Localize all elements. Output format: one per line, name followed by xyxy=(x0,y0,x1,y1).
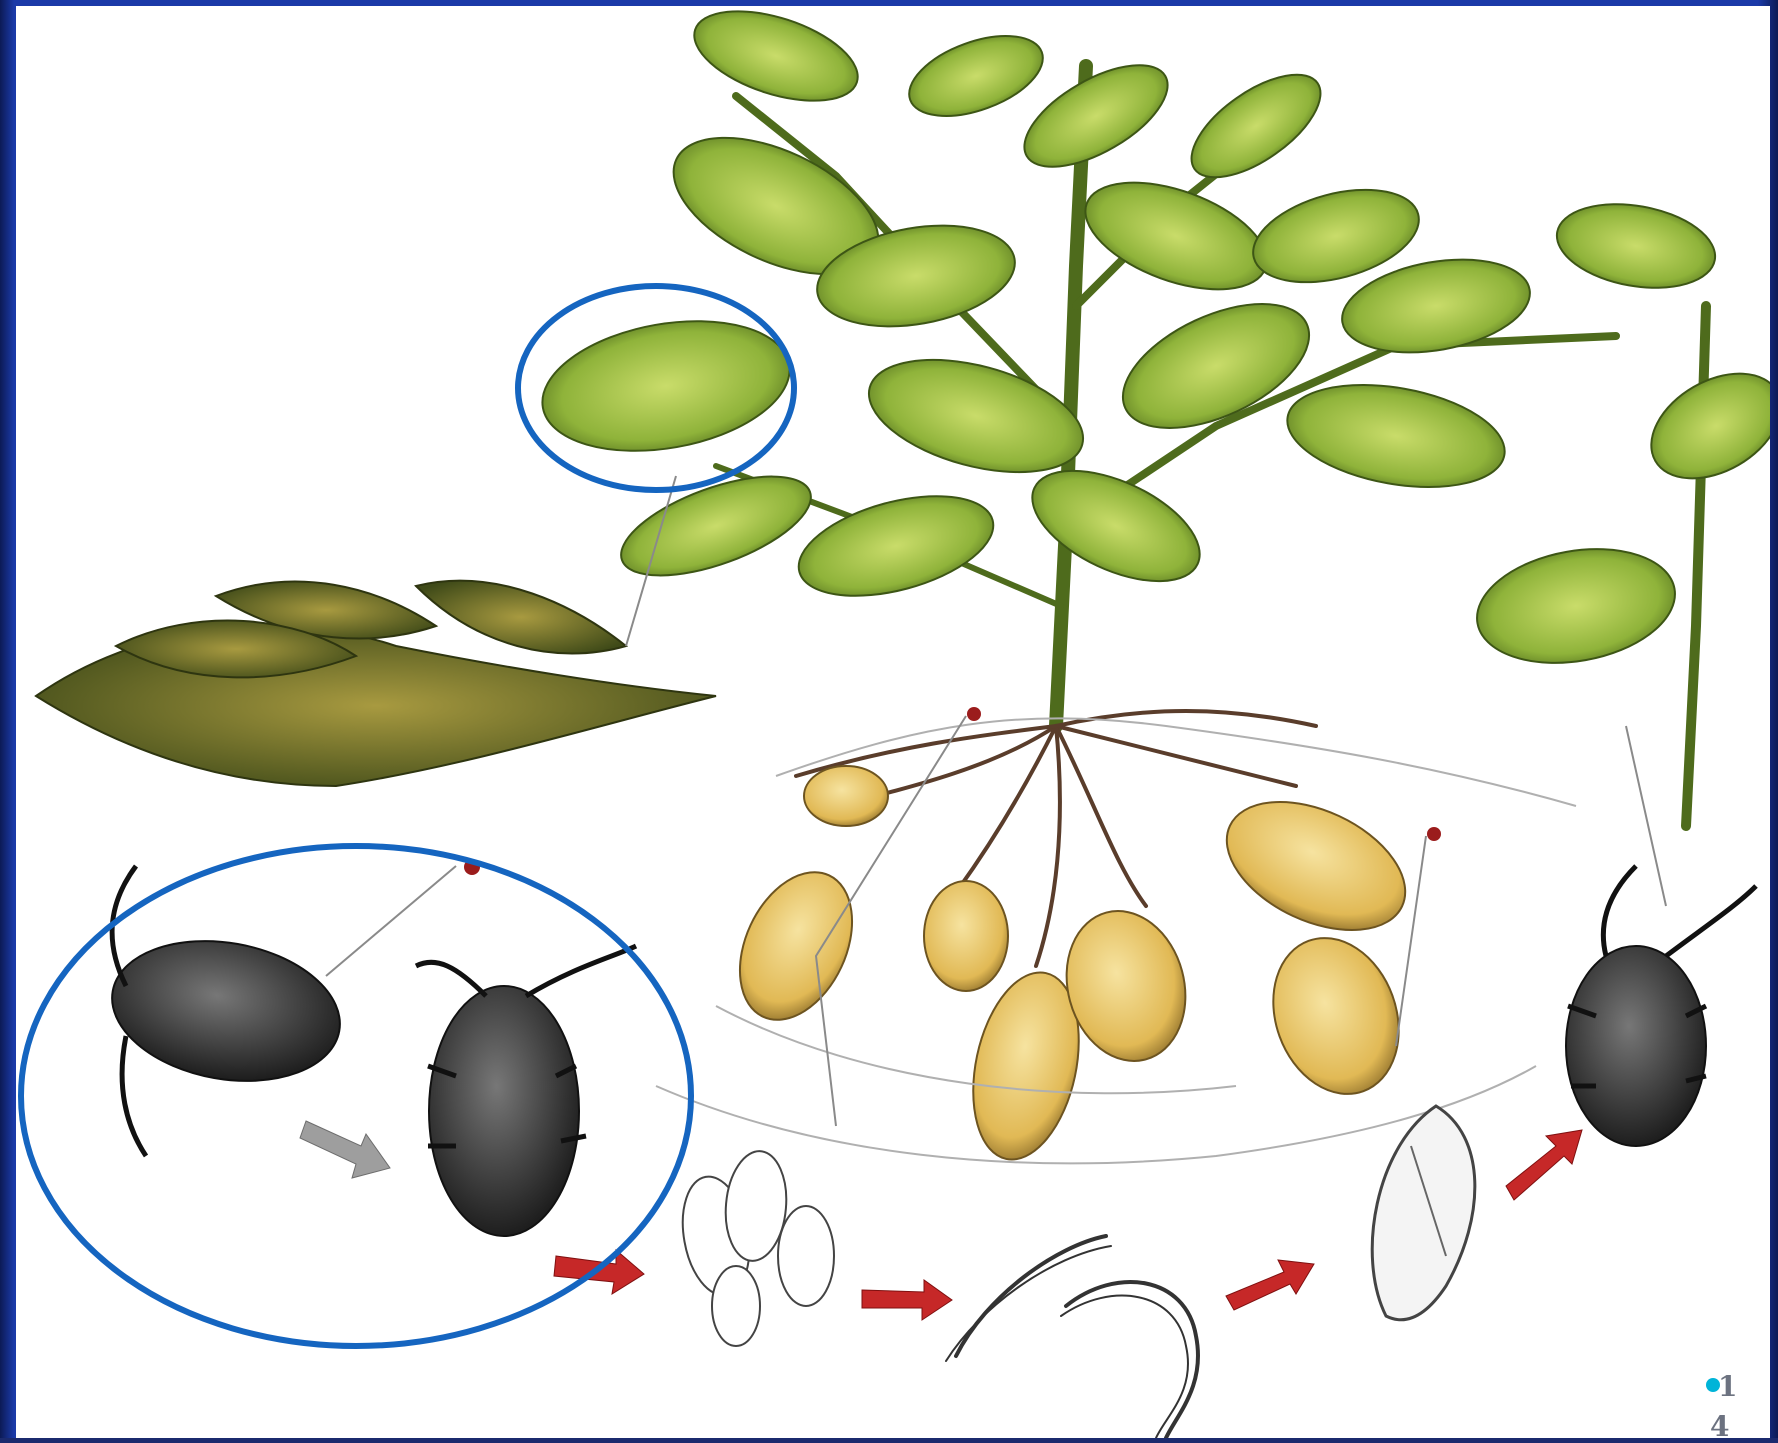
adult-beetle-left xyxy=(101,866,351,1156)
potato-tubers xyxy=(718,766,1426,1169)
grey-arrow xyxy=(300,1121,390,1178)
wilted-leaves xyxy=(36,581,716,786)
wireworm-larvae xyxy=(946,1236,1198,1438)
potato-pest-lifecycle-illustration xyxy=(16,6,1770,1438)
page-number-line1: 1 xyxy=(1718,1372,1737,1402)
plant-leaves xyxy=(532,6,1770,678)
adult-beetle-middle xyxy=(416,946,636,1236)
beetle-eggs xyxy=(674,1149,834,1346)
slide-canvas xyxy=(16,6,1770,1438)
adult-beetle-right xyxy=(1566,866,1756,1146)
beetle-pupa xyxy=(1372,1106,1475,1320)
